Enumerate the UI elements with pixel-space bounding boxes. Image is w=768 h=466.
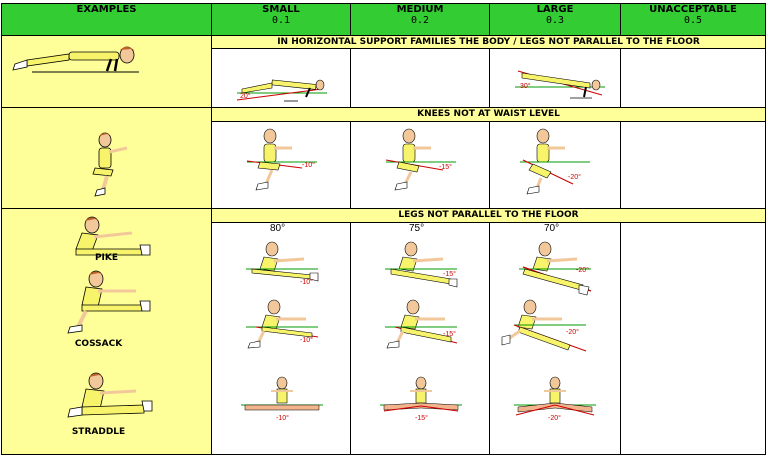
medium-label: MEDIUM: [396, 4, 444, 15]
legs-example-cell: PIKE COSSACK STRADDLE: [1, 208, 212, 455]
support-large-angle: 30°: [520, 83, 531, 91]
straddle-large-angle: -20°: [548, 414, 561, 422]
legs-large-top-angle: 70°: [544, 222, 560, 234]
small-label: SMALL: [262, 4, 300, 15]
knees-medium-cell: -15°: [350, 120, 490, 210]
cossack-figure-example: [67, 270, 151, 334]
tuck-jump-figure-small: [246, 128, 317, 190]
pike-small-angle: -10°: [300, 278, 313, 286]
legs-band: LEGS NOT PARALLEL TO THE FLOOR: [211, 208, 766, 223]
examples-label: EXAMPLES: [76, 4, 137, 15]
cossack-large-angle: -20°: [566, 328, 579, 336]
support-unacceptable-cell: [620, 48, 766, 109]
small-value: 0.1: [271, 15, 291, 26]
plank-figure-small: [236, 79, 327, 102]
pike-large-angle: -20°: [576, 266, 589, 274]
support-large-cell: 30°: [489, 48, 621, 109]
unacceptable-label: UNACCEPTABLE: [649, 4, 737, 15]
knees-figures-row: -10° -15°: [2, 120, 766, 210]
legs-large-cell: 70° -20° -20°: [489, 221, 621, 456]
support-example-cell: [1, 34, 212, 109]
cossack-figure-small: [246, 299, 319, 349]
knees-unacceptable-cell: [620, 120, 766, 210]
support-title-row: IN HORIZONTAL SUPPORT FAMILIES THE BODY …: [1, 34, 766, 109]
knees-small-cell: -10°: [211, 120, 351, 210]
legs-title-row: PIKE COSSACK STRADDLE: [1, 208, 766, 455]
legs-medium-top-angle: 75°: [409, 222, 425, 234]
knees-large-angle: -20°: [568, 173, 581, 181]
legs-small-cell: 80° -10° -10°: [211, 221, 351, 456]
knees-title-row: KNEES NOT AT WAIST LEVEL: [1, 107, 766, 210]
header-examples: EXAMPLES: [1, 3, 212, 36]
support-small-angle: 20°: [240, 93, 251, 101]
legs-title: LEGS NOT PARALLEL TO THE FLOOR: [398, 210, 579, 221]
plank-figure-example: [12, 46, 139, 73]
knees-small-angle: -10°: [302, 161, 315, 169]
tuck-jump-figure-large: [520, 128, 590, 194]
plank-figure-large: [515, 70, 605, 99]
straddle-figure-large: [514, 376, 596, 416]
cossack-label: COSSACK: [74, 339, 123, 350]
knees-medium-angle: -15°: [439, 163, 452, 171]
support-small-cell: 20°: [211, 48, 351, 109]
support-band: IN HORIZONTAL SUPPORT FAMILIES THE BODY …: [211, 34, 766, 50]
support-title: IN HORIZONTAL SUPPORT FAMILIES THE BODY …: [277, 36, 700, 47]
knees-large-cell: -20°: [489, 120, 621, 210]
pike-label: PIKE: [94, 253, 119, 264]
cossack-small-angle: -10°: [300, 336, 313, 344]
straddle-label: STRADDLE: [71, 427, 126, 438]
straddle-medium-angle: -15°: [415, 414, 428, 422]
pike-figure-small: [246, 241, 319, 282]
pike-figure-example: [75, 216, 151, 256]
pike-medium-angle: -15°: [443, 270, 456, 278]
straddle-small-angle: -10°: [276, 414, 289, 422]
large-label: LARGE: [536, 4, 574, 15]
cossack-figure-large: [501, 299, 587, 352]
tuck-jump-figure-example: [92, 132, 128, 197]
knees-title: KNEES NOT AT WAIST LEVEL: [417, 109, 560, 120]
support-medium-cell: [350, 48, 490, 109]
straddle-figure-medium: [380, 376, 462, 412]
legs-figures-row: 80° -10° -10°: [2, 221, 766, 456]
tuck-jump-figure-medium: [385, 128, 456, 190]
legs-medium-cell: 75° -15° -15°: [350, 221, 490, 456]
legs-small-top-angle: 80°: [270, 222, 286, 234]
medium-value: 0.2: [410, 15, 430, 26]
cossack-figure-medium: [385, 299, 458, 349]
straddle-figure-example: [67, 372, 153, 418]
legs-unacceptable-cell: [620, 221, 766, 456]
unacceptable-value: 0.5: [683, 15, 703, 26]
knees-example-cell: [1, 107, 212, 210]
large-value: 0.3: [545, 15, 565, 26]
straddle-figure-small: [241, 376, 323, 410]
knees-band: KNEES NOT AT WAIST LEVEL: [211, 107, 766, 122]
pike-figure-large: [519, 241, 592, 296]
pike-figure-medium: [385, 241, 458, 288]
cossack-medium-angle: -15°: [443, 330, 456, 338]
